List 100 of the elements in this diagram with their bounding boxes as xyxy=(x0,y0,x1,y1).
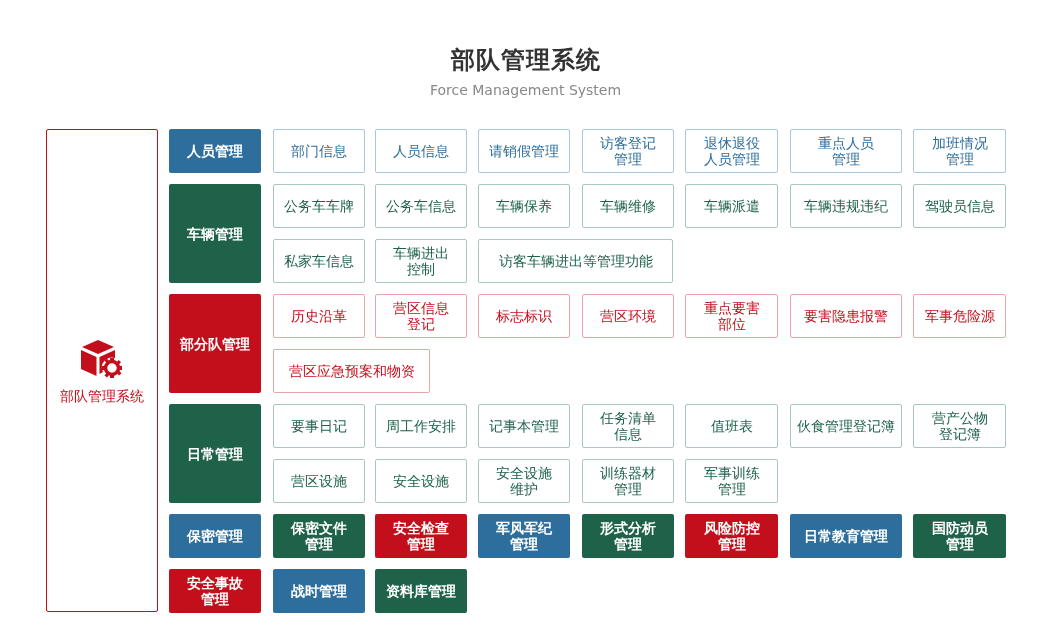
module-box xyxy=(685,294,778,338)
module-box xyxy=(790,184,902,228)
module-label: 驾驶员信息 xyxy=(924,198,995,214)
module-box xyxy=(375,184,467,228)
module-box xyxy=(478,184,570,228)
module-label: 车辆管理 xyxy=(187,225,243,242)
category-box xyxy=(685,514,778,558)
module-box xyxy=(582,129,674,173)
category-box xyxy=(169,294,261,393)
module-box xyxy=(273,349,430,393)
module-label: 周工作安排 xyxy=(386,418,456,434)
module-label: 训练器材管理 xyxy=(599,465,657,497)
module-label: 安全检查管理 xyxy=(392,520,450,552)
module-box xyxy=(685,129,778,173)
module-box xyxy=(582,404,674,448)
module-label: 军事训练管理 xyxy=(702,465,761,497)
module-box xyxy=(685,459,778,503)
category-box xyxy=(169,514,261,558)
module-box xyxy=(478,294,570,338)
module-box xyxy=(582,459,674,503)
category-box xyxy=(478,514,570,558)
module-label: 安全设施 xyxy=(393,473,449,489)
module-box xyxy=(913,129,1006,173)
module-label: 安全事故管理 xyxy=(186,575,244,607)
module-label: 车辆维修 xyxy=(600,198,656,214)
module-label: 标志标识 xyxy=(496,308,552,324)
module-label: 保密管理 xyxy=(187,528,243,544)
module-label: 重点人员管理 xyxy=(817,135,875,167)
module-box xyxy=(273,239,365,283)
subtitle: Force Management System xyxy=(428,82,623,98)
module-label: 军风军纪管理 xyxy=(495,520,553,552)
module-label: 车辆派遣 xyxy=(703,198,760,214)
module-box xyxy=(478,459,570,503)
module-label: 部门信息 xyxy=(291,143,347,159)
category-box xyxy=(169,184,261,283)
module-label: 营区环境 xyxy=(600,308,656,324)
module-label: 战时管理 xyxy=(291,583,347,599)
module-label: 资料库管理 xyxy=(386,583,456,599)
module-label: 营区信息登记 xyxy=(392,300,450,332)
module-box xyxy=(375,404,467,448)
module-label: 加班情况管理 xyxy=(930,135,989,167)
module-label: 国防动员管理 xyxy=(930,520,989,552)
module-box xyxy=(273,404,365,448)
module-box xyxy=(790,404,902,448)
module-box xyxy=(685,184,778,228)
category-box xyxy=(273,569,365,613)
module-label: 要害隐患报警 xyxy=(804,308,888,324)
module-box xyxy=(375,459,467,503)
module-label: 安全设施维护 xyxy=(495,465,553,497)
module-label: 营区应急预案和物资 xyxy=(288,363,415,379)
module-box xyxy=(685,404,778,448)
category-box xyxy=(375,514,467,558)
module-label: 访客登记管理 xyxy=(599,135,657,167)
module-label: 营区设施 xyxy=(291,473,347,489)
module-box xyxy=(273,129,365,173)
category-box xyxy=(169,129,261,173)
module-label: 日常教育管理 xyxy=(804,528,888,544)
module-label: 访客车辆进出等管理功能 xyxy=(498,253,653,269)
module-label: 重点要害部位 xyxy=(702,300,761,332)
title: 部队管理系统 xyxy=(449,45,602,76)
module-label: 军事危险源 xyxy=(924,308,995,324)
module-label: 值班表 xyxy=(710,418,753,434)
module-box xyxy=(913,404,1006,448)
category-box xyxy=(169,404,261,503)
module-label: 历史沿革 xyxy=(291,308,347,324)
category-box xyxy=(913,514,1006,558)
category-box xyxy=(375,569,467,613)
module-label: 任务清单信息 xyxy=(599,410,657,442)
module-label: 车辆保养 xyxy=(496,198,552,214)
module-box xyxy=(375,239,467,283)
module-box xyxy=(913,294,1006,338)
module-label: 部分队管理 xyxy=(180,335,250,352)
module-label: 日常管理 xyxy=(187,445,243,462)
module-label: 车辆进出控制 xyxy=(392,245,450,277)
module-label: 车辆违规违纪 xyxy=(804,198,888,214)
module-box xyxy=(375,129,467,173)
module-label: 公务车信息 xyxy=(386,198,456,214)
module-box xyxy=(273,184,365,228)
module-label: 伙食管理登记簿 xyxy=(797,418,895,434)
module-box xyxy=(582,294,674,338)
category-box xyxy=(169,569,261,613)
module-label: 请销假管理 xyxy=(489,143,559,159)
module-box xyxy=(273,459,365,503)
category-box xyxy=(273,514,365,558)
module-box xyxy=(273,294,365,338)
module-box xyxy=(375,294,467,338)
module-label: 营产公物登记簿 xyxy=(930,410,989,442)
module-label: 要事日记 xyxy=(291,418,347,434)
module-label: 退休退役人员管理 xyxy=(702,135,761,167)
module-label: 私家车信息 xyxy=(284,253,354,269)
module-box xyxy=(478,129,570,173)
module-label: 保密文件管理 xyxy=(290,520,348,552)
module-label: 形式分析管理 xyxy=(599,520,657,552)
module-box xyxy=(913,184,1006,228)
module-label: 公务车车牌 xyxy=(284,198,354,214)
panel-label: 部队管理系统 xyxy=(60,387,144,404)
category-box xyxy=(790,514,902,558)
system-panel xyxy=(46,129,158,612)
module-box xyxy=(478,239,673,283)
module-box xyxy=(478,404,570,448)
